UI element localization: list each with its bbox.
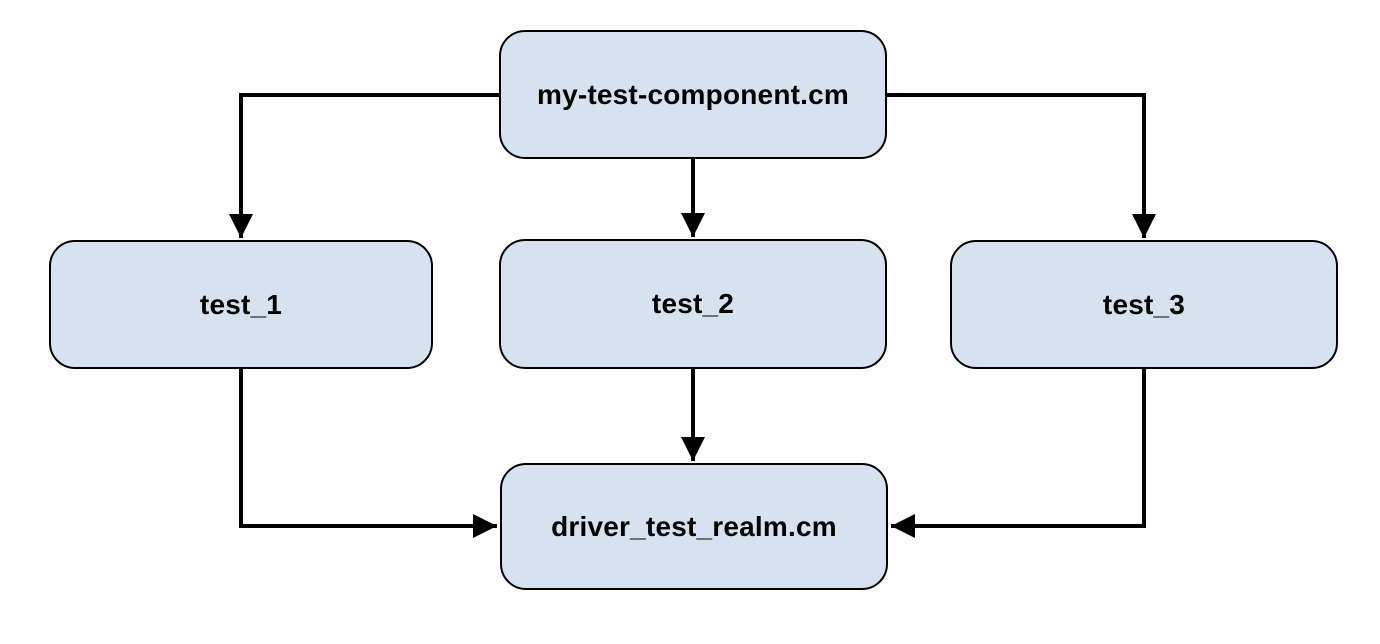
node-label: driver_test_realm.cm — [551, 510, 837, 542]
node-test-2: test_2 — [499, 239, 887, 369]
node-label: my-test-component.cm — [536, 78, 850, 110]
edge-my-test-component-to-test-3 — [887, 93, 1156, 238]
edge-test-1-to-driver-test-realm — [239, 369, 497, 538]
edge-my-test-component-to-test-1 — [229, 93, 499, 238]
node-driver-test-realm: driver_test_realm.cm — [500, 463, 888, 590]
edge-test-3-to-driver-test-realm — [891, 369, 1146, 538]
node-label: test_2 — [651, 288, 735, 319]
node-test-1: test_1 — [49, 240, 433, 369]
node-label: test_3 — [1102, 288, 1186, 320]
node-label: test_1 — [199, 288, 283, 320]
node-my-test-component: my-test-component.cm — [499, 30, 887, 159]
node-test-3: test_3 — [950, 240, 1338, 369]
